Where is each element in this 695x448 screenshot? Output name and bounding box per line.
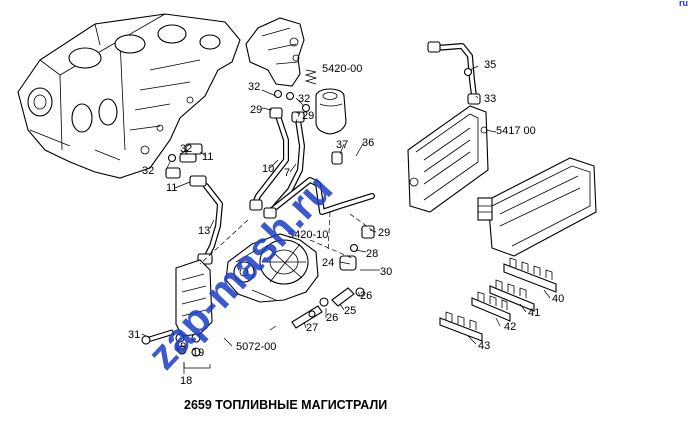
callout-29c: 29 (378, 227, 390, 239)
ecu-module (477, 157, 597, 257)
prefilter-housing (175, 259, 213, 343)
callout-13: 13 (198, 225, 210, 237)
watermark-corner: ru (679, 0, 688, 8)
diagram-caption: 2659 ТОПЛИВНЫЕ МАГИСТРАЛИ (184, 398, 388, 412)
callout-30: 30 (380, 266, 392, 278)
callout-29b: 29 (302, 110, 314, 122)
fuel-filter-cartridge (315, 88, 347, 135)
callout-32c: 32 (180, 143, 192, 155)
callout-35: 35 (484, 59, 496, 71)
callout-11b: 11 (166, 182, 177, 194)
fuel-pipes (203, 43, 477, 261)
callout-43: 43 (478, 340, 490, 352)
callout-25: 25 (344, 305, 356, 317)
callout-19a: 19 (174, 341, 186, 353)
callout-40: 40 (552, 293, 564, 305)
filter-spring (304, 69, 318, 85)
callout-11a: 11 (202, 151, 213, 163)
callout-37: 37 (336, 139, 348, 151)
callout-18: 18 (180, 375, 192, 387)
bolt-31 (141, 329, 175, 345)
callout-27: 27 (306, 322, 318, 334)
banjo-fittings (165, 41, 481, 265)
washers-19 (177, 345, 201, 357)
engine-block (17, 13, 241, 179)
pump-fittings (291, 255, 365, 329)
callout-5072-00: 5072-00 (236, 341, 276, 353)
callout-labels: 32 29 32 29 5420-00 35 33 5417 00 36 37 … (128, 59, 564, 387)
callout-5417-00: 5417 00 (496, 125, 536, 137)
callout-10: 10 (262, 163, 274, 175)
callout-32a: 32 (248, 81, 260, 93)
callout-42: 42 (504, 321, 516, 333)
callout-5420-00: 5420-00 (322, 63, 362, 75)
callout-5420-10: 5420-10 (288, 229, 328, 241)
ecu-cooling-plate (407, 105, 489, 213)
callout-31: 31 (128, 329, 140, 341)
callout-29a: 29 (250, 104, 262, 116)
fuel-filter-head (245, 17, 305, 87)
callout-7: 7 (284, 167, 290, 179)
callout-26b: 26 (326, 312, 338, 324)
callout-28: 28 (366, 248, 378, 260)
callout-32b: 32 (298, 93, 310, 105)
callout-41: 41 (528, 307, 540, 319)
callout-36: 36 (362, 137, 374, 149)
callout-33: 33 (484, 93, 496, 105)
pipe-clips (439, 257, 557, 342)
callout-19b: 19 (192, 347, 204, 359)
callout-24: 24 (322, 257, 334, 269)
leader-lines (141, 65, 551, 374)
callout-26a: 26 (360, 290, 372, 302)
high-pressure-pump (225, 233, 319, 303)
callout-32d: 32 (142, 165, 154, 177)
